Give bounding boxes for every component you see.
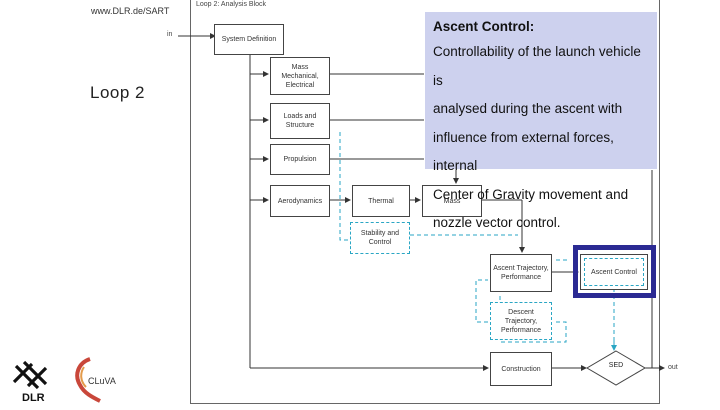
- loads-structure-box: Loads and Structure: [270, 103, 330, 139]
- ascent-control-dashed-outline: [584, 258, 644, 286]
- callout-line-5: nozzle vector control.: [433, 215, 561, 230]
- analysis-block-title: Loop 2: Analysis Block: [196, 1, 267, 8]
- aerodynamics-box: Aerodynamics: [270, 185, 330, 217]
- dlr-logo: DLR: [10, 358, 60, 408]
- loop-label: Loop 2: [90, 83, 145, 102]
- ascent-control-highlight: [573, 245, 656, 298]
- dlr-logo-icon: DLR: [12, 360, 48, 404]
- callout-line-4: Center of Gravity movement and: [433, 186, 629, 202]
- system-definition-box: System Definition: [214, 24, 284, 55]
- input-label: in: [167, 31, 173, 38]
- stability-control-box: Stability and Control: [350, 222, 410, 254]
- descent-trajectory-box: Descent Trajectory, Performance: [490, 302, 552, 340]
- analysis-block-frame: [190, 0, 660, 404]
- ascent-control-box: Ascent Control: [580, 254, 648, 290]
- cluva-logo-icon: CLuVA: [75, 357, 116, 403]
- mass-box: Mass: [422, 185, 482, 217]
- dlr-url: www.DLR.de/SART: [91, 6, 170, 16]
- cluva-logo: CLuVA: [70, 357, 120, 410]
- callout-line-3: influence from external forces, internal: [433, 129, 614, 174]
- mass-mechanical-box: Mass Mechanical, Electrical: [270, 57, 330, 95]
- construction-box: Construction: [490, 352, 552, 386]
- output-label: out: [668, 364, 678, 371]
- callout-line-2: analysed during the ascent with: [433, 101, 623, 116]
- thermal-box: Thermal: [352, 185, 410, 217]
- svg-text:CLuVA: CLuVA: [88, 376, 116, 386]
- sed-diamond: [586, 350, 646, 386]
- callout-line-1: Controllability of the launch vehicle is: [433, 44, 641, 88]
- ascent-control-callout: Ascent Control: Controllability of the l…: [425, 12, 657, 230]
- sed-label: SED: [608, 362, 624, 369]
- propulsion-box: Propulsion: [270, 144, 330, 175]
- callout-title: Ascent Control:: [433, 19, 535, 34]
- svg-text:DLR: DLR: [22, 392, 45, 403]
- ascent-trajectory-box: Ascent Trajectory, Performance: [490, 254, 552, 292]
